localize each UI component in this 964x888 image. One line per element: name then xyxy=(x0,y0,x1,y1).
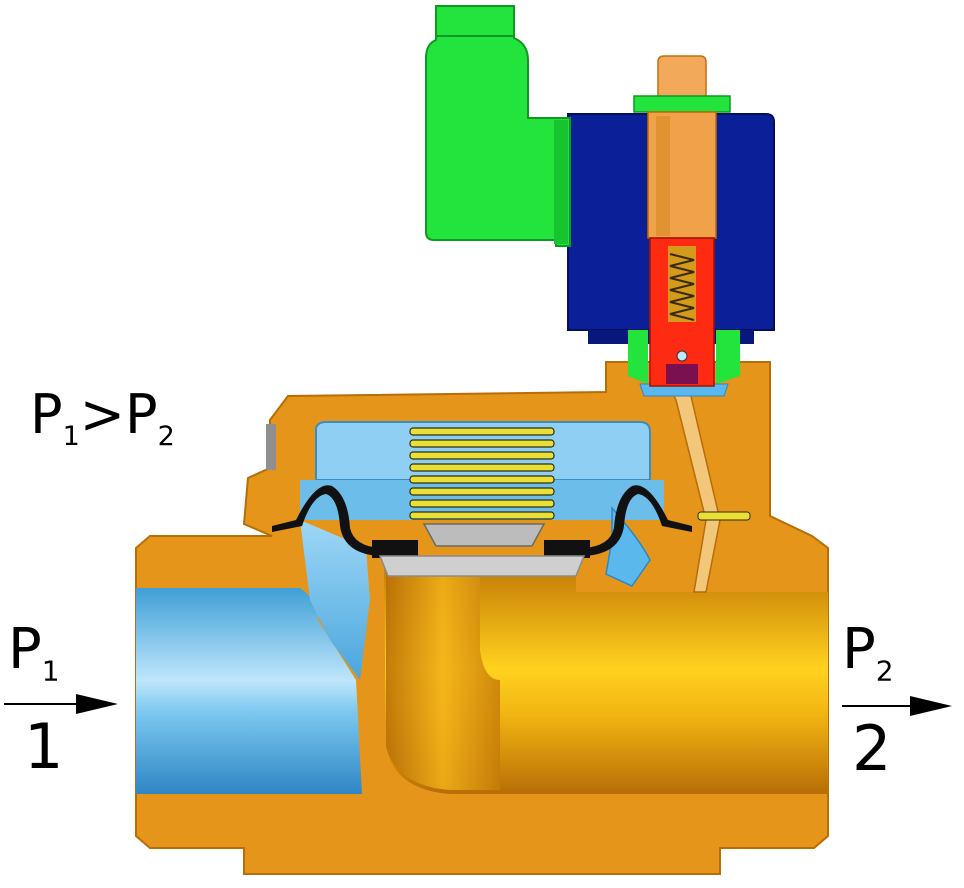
plunger-spring xyxy=(669,253,695,321)
diaphragm-membrane xyxy=(272,485,416,556)
outlet-vertical-channel xyxy=(386,566,500,790)
relation-p2-subscript: 2 xyxy=(157,421,175,453)
diaphragm-disc xyxy=(422,523,546,547)
diaphragm-seat-right xyxy=(544,540,590,558)
diaphragm xyxy=(272,485,692,577)
chamber-dome xyxy=(315,421,651,481)
plunger-seal xyxy=(666,364,698,384)
pilot-orifice xyxy=(697,511,751,521)
inlet-pressure-subscript: 1 xyxy=(41,654,60,688)
relation-p2: P xyxy=(125,383,158,446)
inlet-arrow xyxy=(4,694,118,714)
outlet-arrow xyxy=(842,696,952,716)
relation-p1-subscript: 1 xyxy=(62,421,80,453)
relation-operator: > xyxy=(79,383,126,446)
diaphragm-membrane-right xyxy=(548,485,692,556)
connector-plug xyxy=(425,5,571,247)
plug-body xyxy=(425,7,571,247)
tube-base-left xyxy=(628,330,648,384)
outlet-pressure-subscript: 2 xyxy=(875,654,894,688)
outlet-pressure-symbol: P xyxy=(842,617,876,682)
outlet-port-number: 2 xyxy=(852,712,892,785)
plug-cap xyxy=(435,5,515,37)
inlet-port-number: 1 xyxy=(24,710,64,783)
armature-tube xyxy=(628,55,740,397)
pilot-passage xyxy=(670,391,751,593)
tube-nut xyxy=(633,95,731,113)
bonnet-tab xyxy=(266,424,276,470)
pressure-relation-label: P1>P2 xyxy=(30,388,175,453)
tube-stem-shade xyxy=(656,116,670,236)
main-spring xyxy=(409,427,555,520)
plug-seal xyxy=(554,120,568,244)
inlet-bore xyxy=(136,520,370,794)
inlet-passage xyxy=(136,588,362,794)
outlet-bore xyxy=(384,566,828,794)
plunger-ball xyxy=(676,350,688,362)
inlet-chamber xyxy=(300,520,370,680)
tube-base-right xyxy=(716,330,740,384)
inlet-pressure-symbol: P xyxy=(8,617,42,682)
outlet-pressure-label: P2 xyxy=(842,622,894,686)
inlet-pressure-label: P1 xyxy=(8,622,60,686)
tube-top xyxy=(657,55,707,99)
relation-p1: P xyxy=(30,383,63,446)
diaphragm-seat-left xyxy=(372,540,418,558)
plunger xyxy=(649,237,715,387)
valve-seat xyxy=(378,555,586,577)
